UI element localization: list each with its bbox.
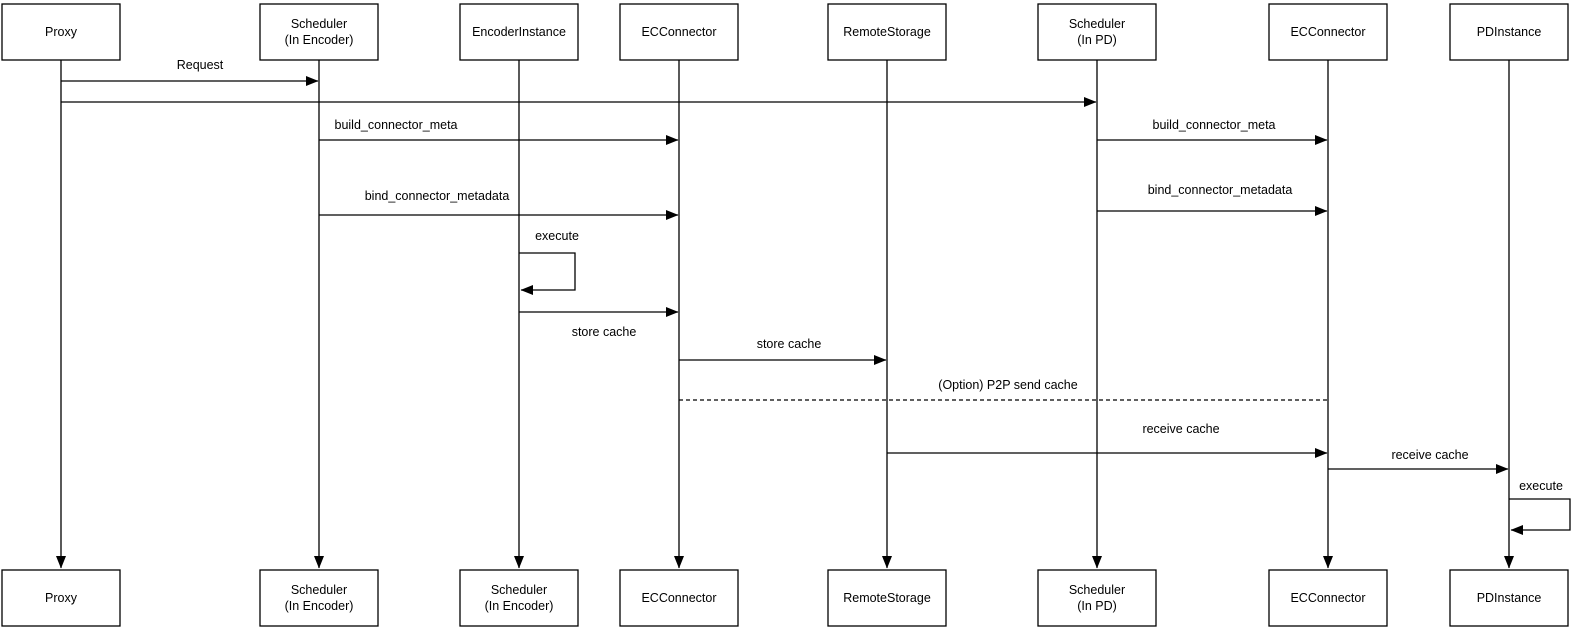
actor-bottom-label-scheduler-encoder: Scheduler(In Encoder) [285, 583, 354, 613]
actor-top-box-remote-storage [827, 3, 947, 61]
message-label-bind-connector-metadata-encoder: bind_connector_metadata [365, 189, 510, 203]
actor-bottom-box-encoder-instance [459, 569, 579, 627]
actor-bottom-label-ec-connector-1: ECConnector [641, 591, 716, 605]
message-label-request: Request [177, 58, 224, 72]
actor-bottom-box-ec-connector-2 [1268, 569, 1388, 627]
message-label-build-connector-meta-encoder: build_connector_meta [335, 118, 458, 132]
actor-bottom-box-remote-storage [827, 569, 947, 627]
actor-bottom-box-proxy [1, 569, 121, 627]
message-label-execute-pd: execute [1519, 479, 1563, 493]
actor-top-label-scheduler-pd: Scheduler(In PD) [1069, 17, 1125, 47]
actor-top-label-scheduler-encoder: Scheduler(In Encoder) [285, 17, 354, 47]
actor-top-box-scheduler-pd [1037, 3, 1157, 61]
actor-top-label-ec-connector-2: ECConnector [1290, 25, 1365, 39]
actor-bottom-label-scheduler-pd: Scheduler(In PD) [1069, 583, 1125, 613]
actor-top-box-scheduler-encoder [259, 3, 379, 61]
actor-top-box-pd-instance [1449, 3, 1569, 61]
actor-top-label-pd-instance: PDInstance [1477, 25, 1542, 39]
message-label-execute-encoder: execute [535, 229, 579, 243]
message-label-receive-cache-2: receive cache [1391, 448, 1468, 462]
actor-top-label-ec-connector-1: ECConnector [641, 25, 716, 39]
message-label-build-connector-meta-pd: build_connector_meta [1153, 118, 1276, 132]
message-label-bind-connector-metadata-pd: bind_connector_metadata [1148, 183, 1293, 197]
actor-bottom-box-scheduler-pd [1037, 569, 1157, 627]
actor-top-label-encoder-instance: EncoderInstance [472, 25, 566, 39]
message-self-loop-execute-pd [1509, 498, 1571, 535]
actor-bottom-box-scheduler-encoder [259, 569, 379, 627]
actor-bottom-label-remote-storage: RemoteStorage [843, 591, 931, 605]
actor-bottom-label-ec-connector-2: ECConnector [1290, 591, 1365, 605]
message-label-receive-cache-1: receive cache [1142, 422, 1219, 436]
actor-top-label-remote-storage: RemoteStorage [843, 25, 931, 39]
message-label-store-cache-2: store cache [757, 337, 822, 351]
actor-bottom-box-pd-instance [1449, 569, 1569, 627]
actor-top-label-proxy: Proxy [45, 25, 78, 39]
actor-bottom-label-pd-instance: PDInstance [1477, 591, 1542, 605]
actor-bottom-label-encoder-instance: Scheduler(In Encoder) [485, 583, 554, 613]
message-label-p2p-send-cache: (Option) P2P send cache [938, 378, 1077, 392]
message-label-store-cache-1: store cache [572, 325, 637, 339]
message-self-loop-execute-encoder [519, 252, 576, 295]
actor-top-box-ec-connector-2 [1268, 3, 1388, 61]
actor-bottom-box-ec-connector-1 [619, 569, 739, 627]
actor-bottom-label-proxy: Proxy [45, 591, 78, 605]
actor-top-box-proxy [1, 3, 121, 61]
